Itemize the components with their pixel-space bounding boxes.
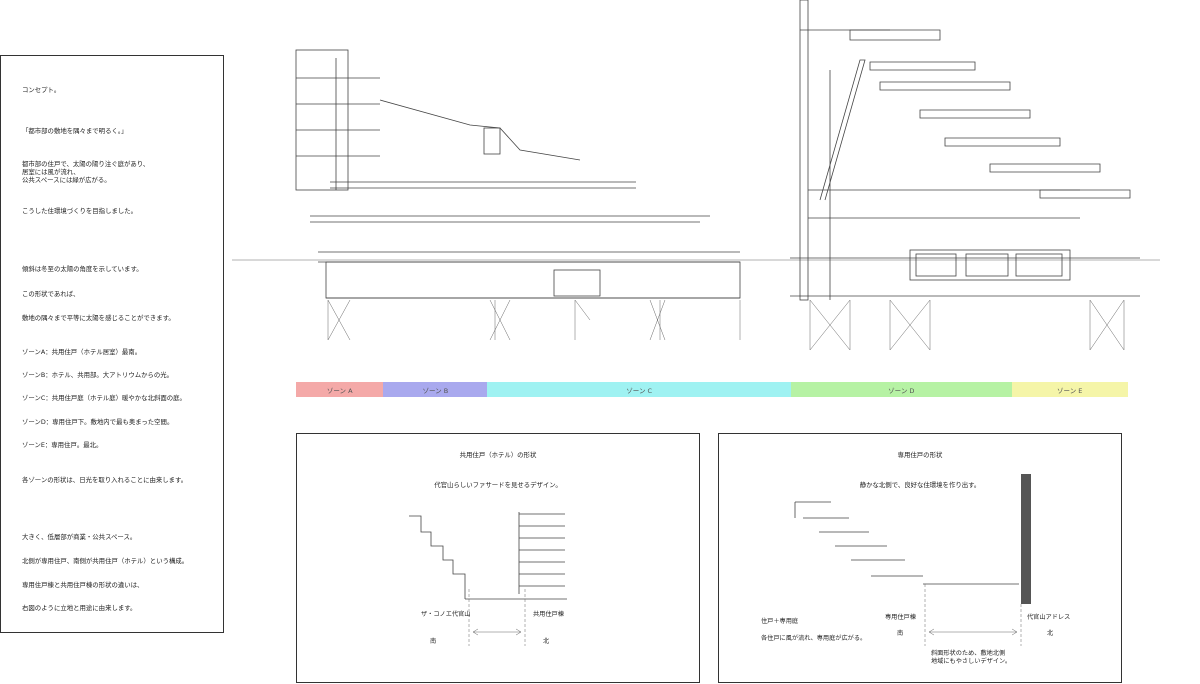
concept-text: 各ゾーンの形状は、日光を取り入れることに由来します。 [22,476,188,484]
concept-heading: コンセプト。 [22,86,61,94]
concept-text: 右図のように立地と用途に由来します。 [22,604,137,612]
concept-text: こうした住環境づくりを目指しました。 [22,207,138,215]
zone-e-label: ゾーン E [1057,386,1083,395]
concept-text: 北側が専用住戸、南側が共用住戸（ホテル）という構成。 [22,557,189,565]
zone-e-band: ゾーン E [1011,382,1128,397]
concept-text: 傾斜は冬至の太陽の角度を示しています。 [22,265,143,273]
label-south: 南 [430,638,437,645]
zone-a-text: ゾーンA：共用住戸（ホテル居室）最南。 [22,348,142,356]
concept-text: この形状であれば、 [22,290,80,298]
label-north: 北 [1047,630,1054,637]
panel-subtitle: 代官山らしいファサードを見せるデザイン。 [434,481,562,489]
zone-c-label: ゾーン C [626,386,653,395]
building-section-drawing [232,0,1160,351]
zone-c-text: ゾーンC：共用住戸庭（ホテル庭）暖やかな北斜面の庭。 [22,394,186,402]
zone-b-band: ゾーン B [383,382,488,397]
shared-housing-shape-panel: 共用住戸（ホテル）の形状 代官山らしいファサードを見せるデザイン。 ザ・コノエ代… [296,433,700,683]
zone-a-label: ゾーン A [326,386,353,395]
label-south: 南 [897,630,904,637]
panel-subtitle: 静かな北側で、良好な住環境を作り出す。 [859,481,981,489]
concept-text: 都市部の住戸で、太陽の陽り注ぐ庭があり、 居室には風が流れ、 公共スペースには緑… [22,160,150,184]
zone-legend-bar: ゾーン A ゾーン B ゾーン C ゾーン D ゾーン E [296,382,1128,397]
shared-housing-diagram [409,512,567,646]
concept-text: 敷地の隅々まで平等に太陽を感じることができます。 [22,314,175,322]
private-housing-shape-panel: 専用住戸の形状 静かな北側で、良好な住環境を作り出す。 住戸＋専用庭 各住戸に風… [718,433,1122,683]
zone-c-band: ゾーン C [487,382,792,397]
zone-b-text: ゾーンB：ホテル、共用部。大アトリウムからの光。 [22,371,174,379]
label-address: 代官山アドレス [1027,614,1071,621]
zone-d-label: ゾーン D [888,386,915,395]
label-slope-note: 斜面形状のため、敷地北側 地域にもやさしいデザイン。 [931,650,1012,665]
zone-a-band: ゾーン A [296,382,384,397]
zone-d-band: ゾーン D [791,382,1012,397]
label-private-block: 専用住戸棟 [885,614,916,621]
label-unit-garden: 住戸＋専用庭 [761,618,799,625]
concept-panel: コンセプト。 「都市部の敷地を隅々まで明るく。」 都市部の住戸で、太陽の陽り注ぐ… [0,55,224,633]
private-housing-block [790,0,1140,351]
label-the-konoe: ザ・コノエ代官山 [421,611,471,618]
label-unit-garden-note: 各住戸に風が流れ、専用庭が広がる。 [761,635,867,642]
shared-housing-block [295,49,741,341]
concept-slogan: 「都市部の敷地を隅々まで明るく。」 [22,127,128,135]
concept-text: 大きく、低層部が商業・公共スペース。 [22,533,137,541]
label-shared-block: 共用住戸棟 [533,611,564,618]
zone-e-text: ゾーンE：専用住戸。最北。 [22,441,103,449]
panel-title: 専用住戸の形状 [897,451,943,459]
zone-b-label: ゾーン B [422,386,449,395]
label-north: 北 [543,638,550,645]
concept-text: 専用住戸棟と共用住戸棟の形状の違いは、 [22,581,144,589]
panel-title: 共用住戸（ホテル）の形状 [459,451,537,459]
private-housing-diagram [794,474,1031,646]
zone-d-text: ゾーンD：専用住戸下。敷地内で最も奥まった空間。 [22,418,174,426]
